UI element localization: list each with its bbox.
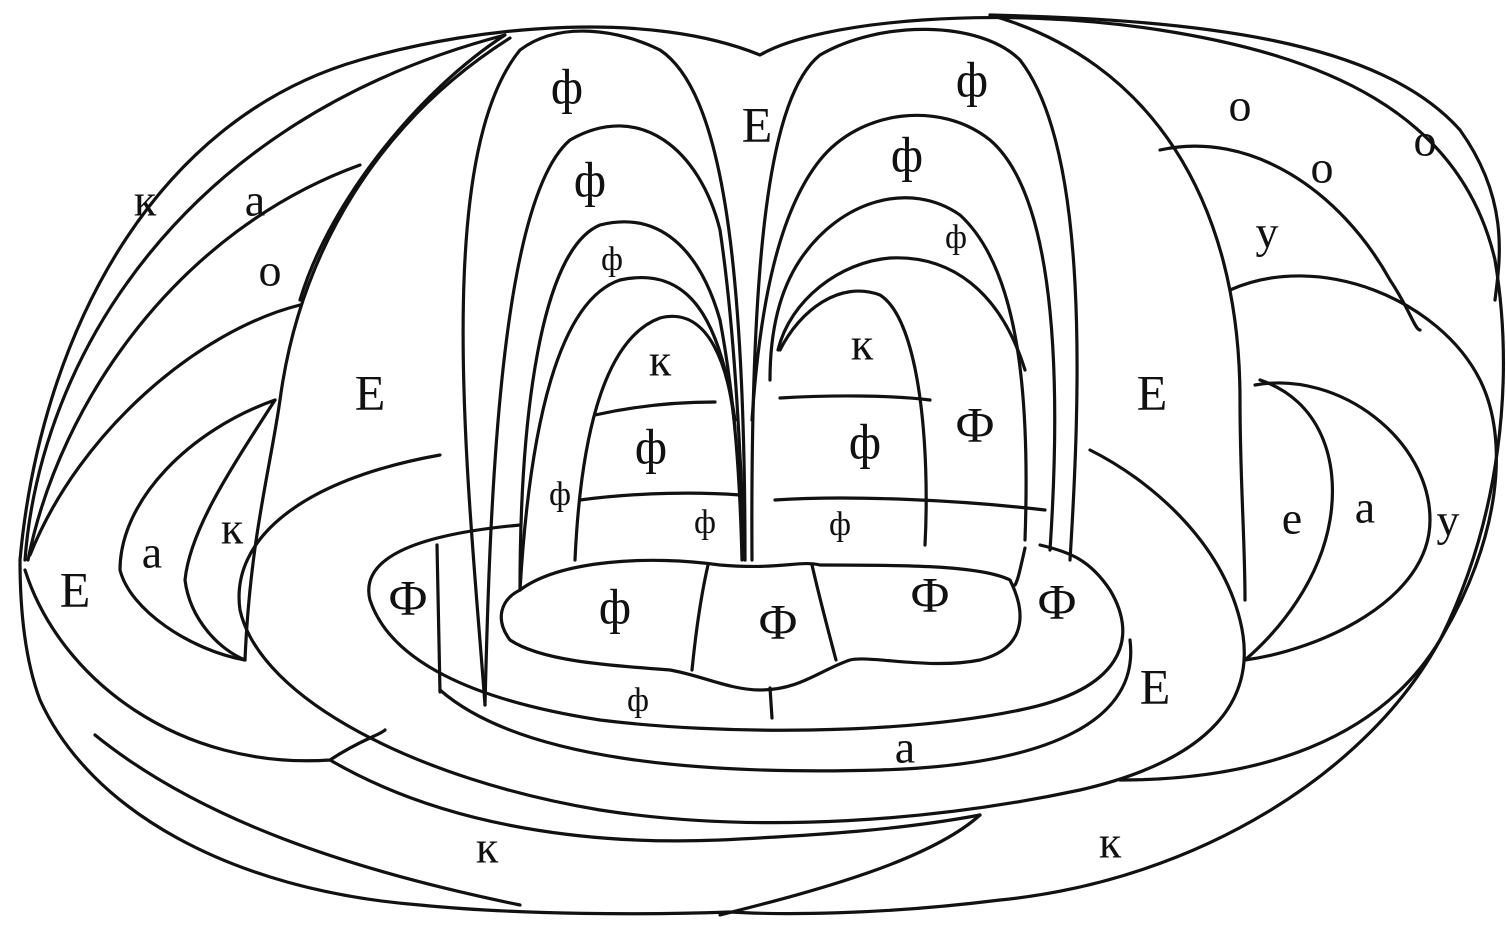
left-arch-4	[518, 276, 737, 592]
right-lower-lobe	[1118, 638, 1442, 782]
label-kappa-bottom-right: к	[1099, 817, 1122, 868]
lower-sweep-left	[328, 758, 982, 843]
label-u-right: у	[1437, 495, 1460, 546]
left-arch-1	[461, 29, 747, 707]
label-a-upper-left: а	[245, 175, 265, 226]
label-E-right: Е	[1137, 364, 1168, 420]
label-phi-ring-bottom: ф	[627, 682, 649, 719]
label-u-right-upper: у	[1256, 207, 1279, 258]
label-E-top-center: Е	[742, 96, 773, 152]
label-phi-left-3: ф	[601, 241, 623, 278]
label-phi-left-small-side: ф	[549, 476, 571, 513]
left-lobe-3	[28, 303, 302, 557]
right-lobe-3	[1228, 274, 1498, 642]
label-phi-right-top: ф	[956, 51, 988, 107]
left-inner-lobe-inner	[183, 398, 277, 662]
label-a-right: а	[1355, 482, 1375, 533]
label-a-left-inner: а	[142, 527, 162, 578]
right-lobe-2	[1158, 144, 1422, 332]
label-E-left-outer: Е	[60, 561, 91, 617]
left-arch-divider-2	[578, 491, 742, 502]
ring-radial-right	[1013, 546, 1027, 587]
lower-sweep-right	[718, 813, 982, 917]
label-Phi-core-center: Ф	[758, 593, 798, 649]
label-kappa-left-inner: к	[221, 503, 244, 554]
label-E-left: Е	[355, 364, 386, 420]
label-o-upper-left: о	[259, 245, 282, 296]
label-E-lower-right: Е	[1140, 658, 1171, 714]
label-phi-left-top: ф	[551, 58, 583, 114]
middle-ring	[367, 523, 1125, 732]
right-arch-1	[750, 27, 1079, 562]
left-lower-curve	[93, 733, 522, 907]
label-o-right-3: о	[1414, 115, 1437, 166]
right-arch-3	[768, 196, 1028, 542]
label-kappa-upper-left: к	[134, 175, 157, 226]
label-phi-left-small-bottom: ф	[694, 504, 716, 541]
left-arch-2	[483, 124, 747, 707]
label-Phi-ring-right: Ф	[1037, 573, 1077, 629]
right-lobe-1	[988, 13, 1501, 302]
label-o-right-1: о	[1229, 80, 1252, 131]
right-arch-divider-1	[778, 394, 932, 402]
label-Phi-core-right: Ф	[910, 566, 950, 622]
label-Phi-ring-left: Ф	[388, 569, 428, 625]
label-phi-left-2: ф	[574, 151, 606, 207]
label-o-right-2: о	[1311, 142, 1334, 193]
right-arch-divider-2	[773, 496, 1047, 512]
label-kappa-bottom-left: к	[476, 822, 499, 873]
label-phi-right-3: ф	[945, 219, 967, 256]
label-a-bottom: а	[895, 722, 915, 773]
label-kappa-right-arch: к	[851, 319, 874, 370]
label-e-right: е	[1282, 493, 1302, 544]
central-core	[499, 558, 1022, 692]
left-lobe-2	[26, 163, 362, 562]
core-divider-left	[690, 563, 710, 672]
label-phi-core-left: ф	[599, 578, 631, 634]
outer-ring	[237, 448, 1246, 825]
main-dome-right	[988, 13, 1247, 602]
right-arch-5	[778, 289, 928, 547]
label-phi-right-2: ф	[891, 126, 923, 182]
left-inner-lobe-outer	[118, 398, 277, 662]
left-arch-3	[518, 220, 744, 592]
outer-shell-outline	[18, 15, 1505, 916]
left-lower-lobe	[23, 568, 387, 763]
label-phi-right-small-bottom: ф	[829, 506, 851, 543]
label-kappa-left-arch: к	[649, 335, 672, 386]
ring-radial-bottom	[768, 686, 774, 720]
label-phi-right-arch: ф	[849, 413, 881, 469]
right-inner-lobe-outer	[1243, 381, 1432, 662]
ring-radial-left	[435, 543, 442, 694]
label-Phi-right-arch: Ф	[955, 396, 995, 452]
right-arch-4	[776, 256, 1027, 372]
left-arch-divider-1	[593, 400, 717, 417]
left-lobe-1	[23, 33, 507, 562]
right-inner-lobe-inner	[1243, 378, 1335, 662]
label-phi-left-arch: ф	[635, 418, 667, 474]
left-arch-5	[573, 314, 737, 562]
core-divider-right	[810, 563, 838, 662]
right-arch-2	[750, 113, 1057, 552]
ring-bottom-band	[438, 638, 1133, 773]
